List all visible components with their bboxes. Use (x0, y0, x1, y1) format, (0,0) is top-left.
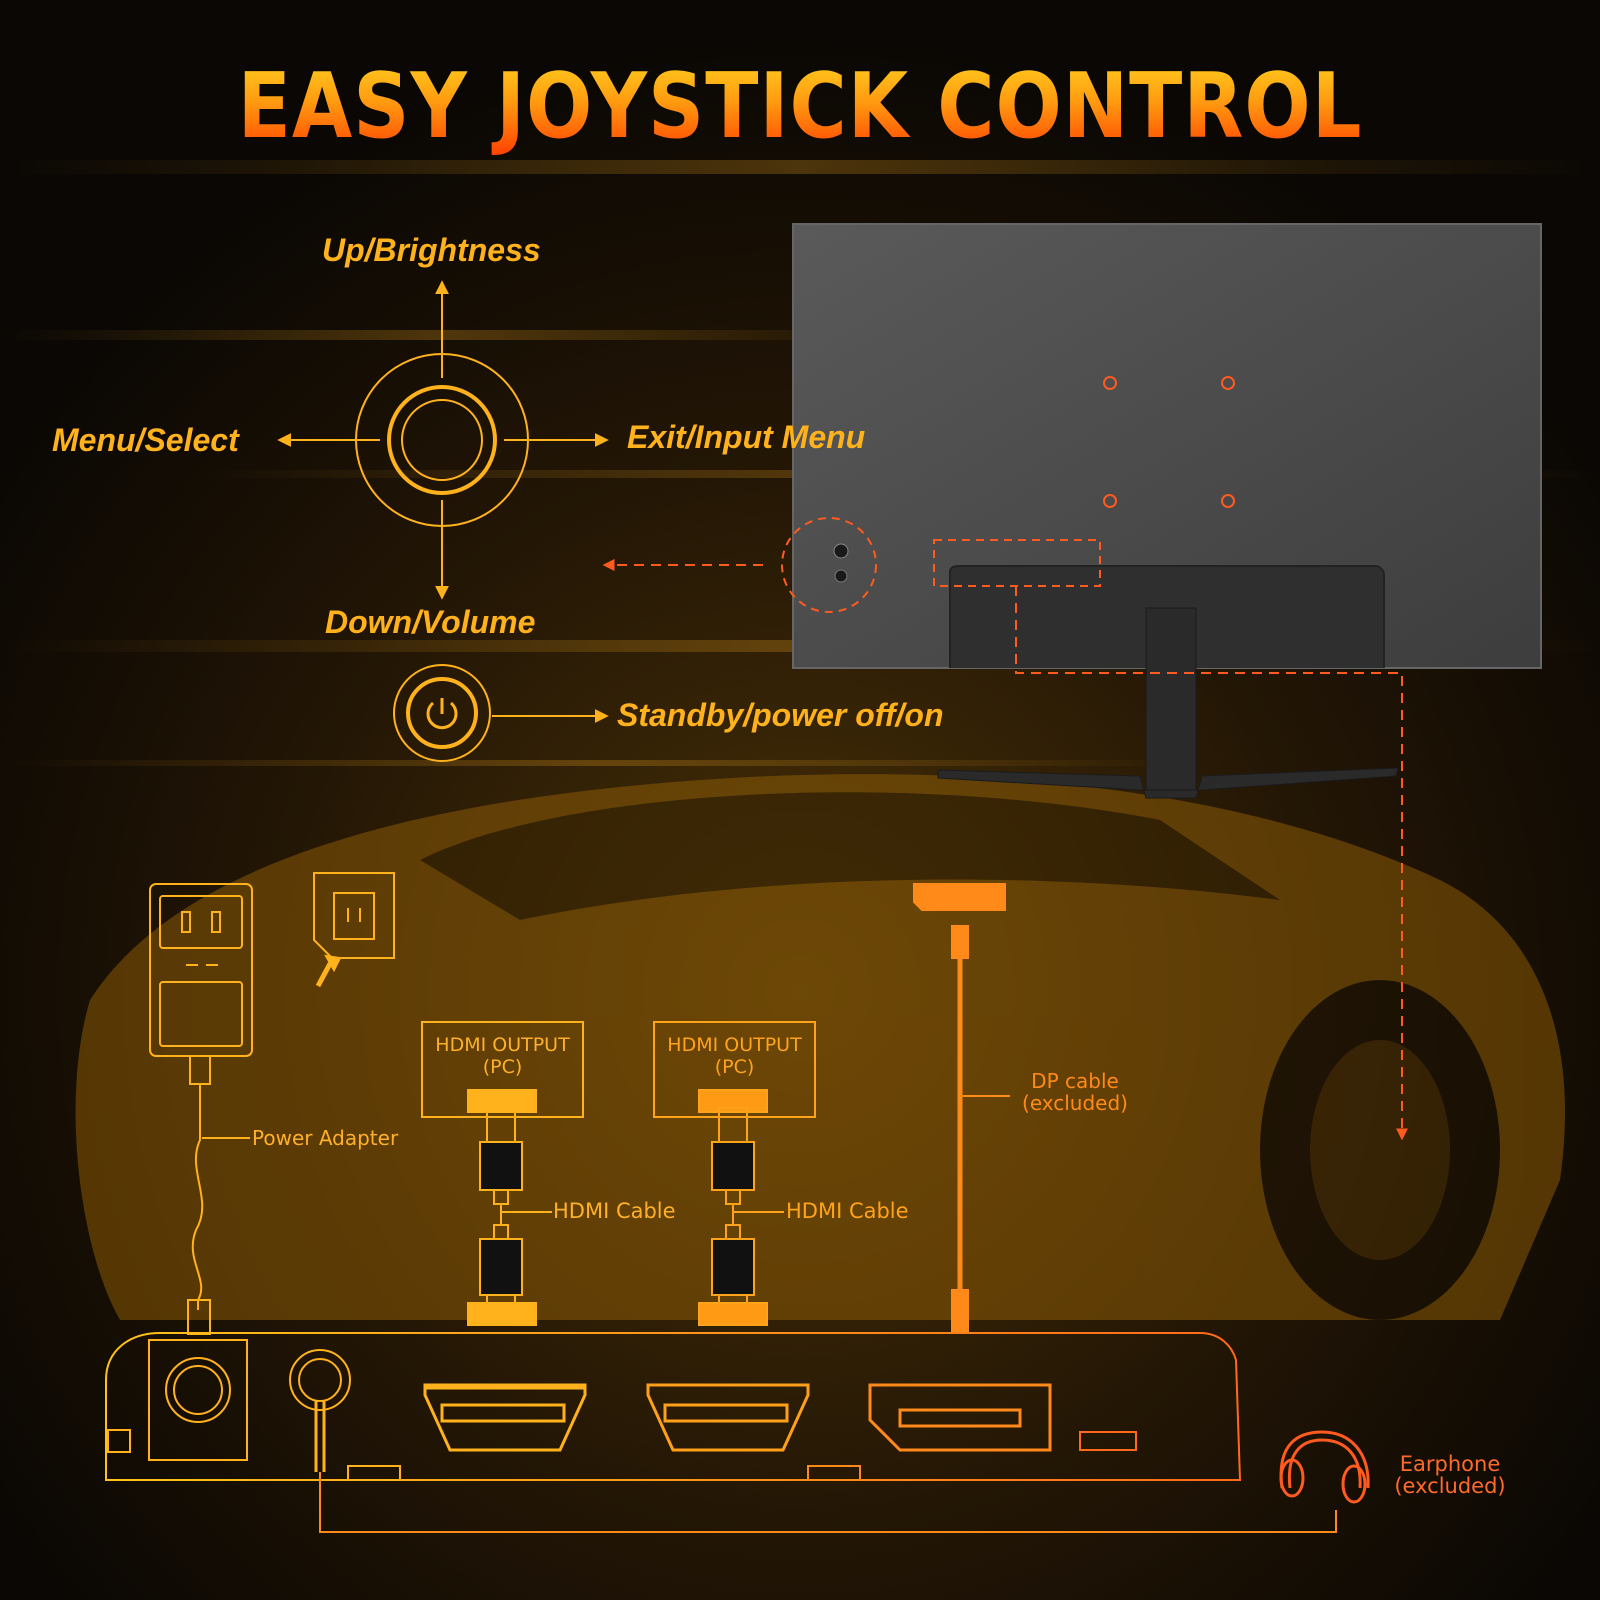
power-icon (426, 701, 458, 730)
dp-cable-label-line2: (excluded) (1022, 1091, 1128, 1115)
port-area-callout-arrow (1015, 586, 1408, 1141)
hdmi-cable-label-1: HDMI Cable (553, 1199, 676, 1223)
down-volume-label: Down/Volume (325, 604, 536, 640)
stand-neck (1145, 607, 1197, 794)
hdmi-output-label-2: HDMI OUTPUT (PC) (654, 1034, 815, 1078)
earphone-icon (1279, 1430, 1370, 1504)
hdmi-port-2 (646, 1383, 810, 1452)
port-panel-outline (105, 1332, 1242, 1481)
stand-base (937, 767, 1399, 799)
hdmi-connection-1 (421, 1021, 584, 1326)
small-port (1079, 1431, 1137, 1451)
audio-port (289, 1349, 351, 1411)
hdmi-output-label-1: HDMI OUTPUT (PC) (422, 1034, 583, 1078)
power-adapter (149, 872, 395, 1335)
hdmi-output-label-1-line1: HDMI OUTPUT (435, 1034, 570, 1056)
monitor (602, 223, 1542, 1141)
dp-connection (913, 883, 1010, 1333)
power-button-icon (834, 569, 848, 583)
standby-power-label: Standby/power off/on (617, 697, 944, 733)
hdmi-port-1 (423, 1383, 587, 1452)
hdmi-output-box-1 (421, 1021, 584, 1118)
earphone-label: Earphone (excluded) (1380, 1453, 1520, 1497)
dp-connector-top (913, 883, 1006, 911)
hdmi-output-label-1-line2: (PC) (482, 1056, 523, 1078)
menu-select-label: Menu/Select (52, 422, 239, 458)
power-port-housing (148, 1339, 248, 1461)
hdmi-output-label-2-line1: HDMI OUTPUT (667, 1034, 802, 1056)
dp-cable-label: DP cable (excluded) (1008, 1070, 1142, 1114)
displayport-port (868, 1383, 1052, 1452)
joystick-location-circle (781, 517, 877, 613)
car-silhouette (75, 774, 1566, 1320)
port-panel (105, 1332, 1337, 1533)
earphone-label-line1: Earphone (1399, 1452, 1501, 1476)
joystick-knob-icon (833, 543, 849, 559)
up-brightness-label: Up/Brightness (322, 232, 541, 268)
dp-cable-label-line1: DP cable (1031, 1069, 1119, 1093)
power-port (165, 1357, 231, 1423)
joystick-middle-ring (387, 385, 497, 495)
power-button-inner-ring (406, 677, 478, 749)
wall-socket-icon (313, 872, 395, 959)
vesa-holes (1103, 376, 1235, 508)
joystick-inner-ring (401, 399, 483, 481)
exit-input-menu-label: Exit/Input Menu (627, 419, 866, 455)
page-title: EASY JOYSTICK CONTROL (0, 55, 1600, 159)
earphone-wire (319, 1472, 1337, 1533)
hdmi-cable-label-2: HDMI Cable (786, 1199, 909, 1223)
hdmi-output-box-2 (653, 1021, 816, 1118)
power-adapter-label: Power Adapter (252, 1126, 399, 1150)
earphone-label-line2: (excluded) (1394, 1474, 1506, 1498)
joystick-diagram (277, 280, 609, 762)
power-button-outer-ring (393, 664, 491, 762)
hdmi-connection-2 (653, 1021, 816, 1326)
hdmi-output-label-2-line2: (PC) (714, 1056, 755, 1078)
